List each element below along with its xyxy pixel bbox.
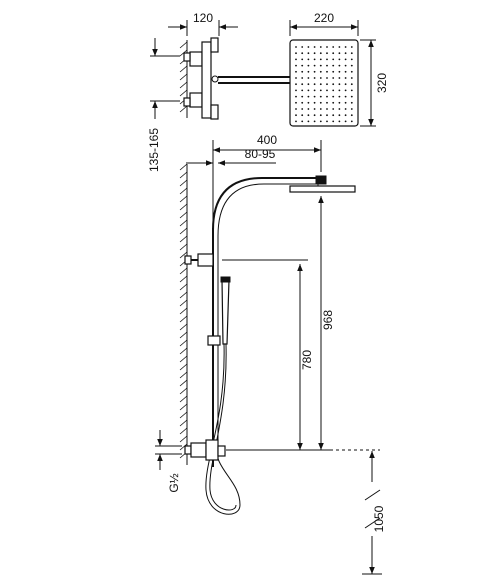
hand-shower-slider	[207, 335, 221, 346]
dim-head-width: 220	[314, 11, 334, 25]
shower-hose	[205, 343, 241, 515]
dim-wall-gap: 135-165	[147, 128, 161, 172]
wall-bracket	[184, 253, 214, 267]
wall-section-icon	[179, 162, 188, 465]
shower-head-icon	[289, 39, 359, 127]
dim-head-height: 320	[375, 73, 389, 93]
hand-shower-icon	[220, 276, 231, 345]
side-view: 400 80-95 968 780 1050 G½	[155, 133, 386, 575]
dim-bar-offset: 80-95	[245, 147, 276, 161]
dim-valve-depth: 120	[193, 11, 213, 25]
dim-head-height-total: 968	[321, 310, 335, 330]
thermostatic-valve	[183, 37, 219, 120]
dim-thread-size: G½	[167, 473, 181, 492]
top-view: 120 220 320 135-165	[147, 11, 389, 172]
dim-floor-height: 1050	[372, 505, 386, 532]
dim-wall-outlet-height: 780	[300, 350, 314, 370]
dim-arm-reach: 400	[257, 133, 277, 147]
mixer-valve	[184, 439, 226, 467]
